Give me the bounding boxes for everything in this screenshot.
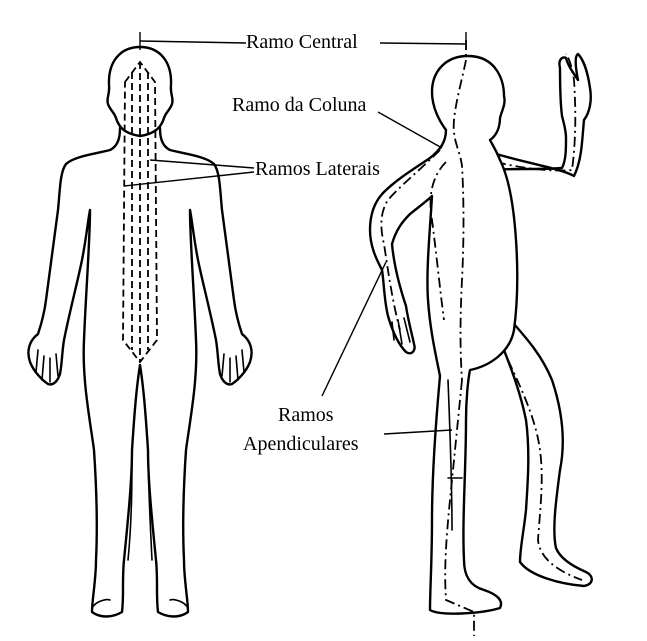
leader-lines xyxy=(123,32,467,435)
front-left-fingers xyxy=(35,349,59,383)
side-front-leg-branch xyxy=(444,379,475,636)
label-lateral-branches: Ramos Laterais xyxy=(255,158,380,180)
front-feet xyxy=(91,598,189,613)
label-spine-branch: Ramo da Coluna xyxy=(232,94,367,116)
central-bracket-left-line xyxy=(139,40,247,44)
side-near-arm-branch xyxy=(380,149,441,331)
front-right-fingers xyxy=(221,349,245,383)
label-appendicular-line2: Apendiculares xyxy=(243,433,359,455)
side-torso-branch xyxy=(429,161,447,321)
side-back-leg-branch xyxy=(507,359,583,581)
side-body-outline xyxy=(368,54,519,615)
front-leg-inner-line xyxy=(127,449,153,561)
front-figure xyxy=(27,45,253,618)
appendicular-leader-up xyxy=(321,261,387,397)
front-head-outline xyxy=(106,45,174,138)
spine-leader xyxy=(377,111,443,149)
side-hand-fingers xyxy=(391,317,411,345)
side-back-leg-outline xyxy=(498,322,593,588)
side-raised-arm-branch xyxy=(495,53,577,172)
central-bracket-right-line xyxy=(379,42,467,45)
front-body-outline xyxy=(27,126,253,618)
label-appendicular-line1: Ramos xyxy=(278,404,334,426)
side-raised-arm-outline xyxy=(488,52,592,178)
lateral-leader-bottom xyxy=(123,171,255,187)
lateral-leader-top xyxy=(149,159,255,169)
side-figure xyxy=(368,40,593,636)
label-central-branch: Ramo Central xyxy=(246,31,358,53)
side-front-leg-line xyxy=(447,379,453,531)
appendicular-leader-right xyxy=(383,429,453,435)
